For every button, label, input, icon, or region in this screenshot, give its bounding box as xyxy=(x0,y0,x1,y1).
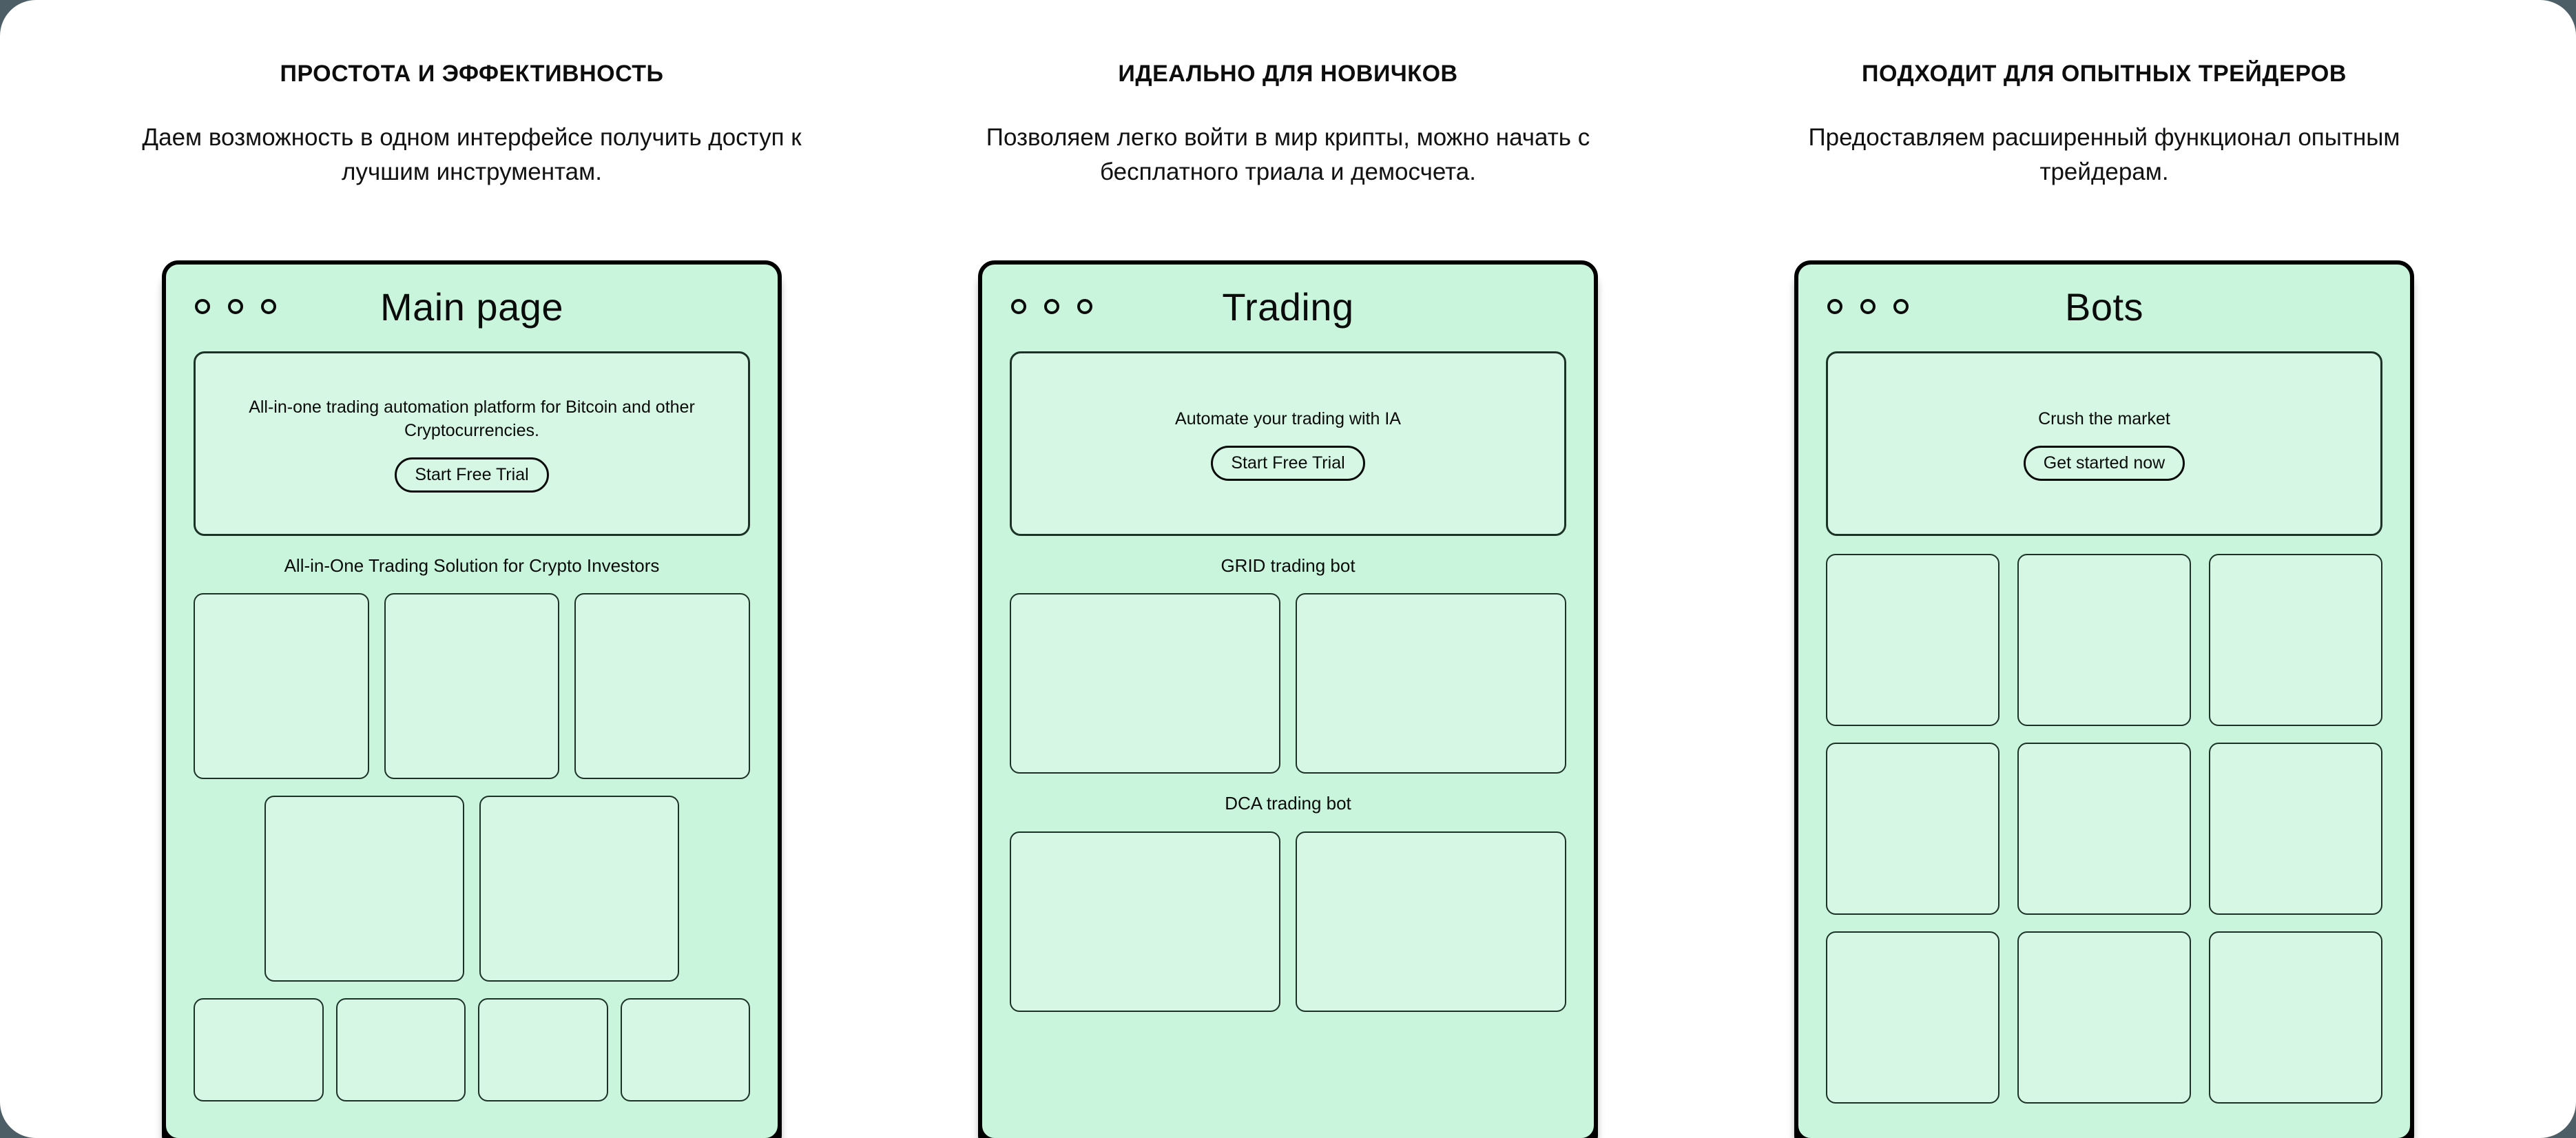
mockup-page-title: Bots xyxy=(2064,285,2144,329)
placeholder-tile[interactable] xyxy=(1826,743,1999,915)
placeholder-tile[interactable] xyxy=(194,593,369,780)
section-label: All-in-One Trading Solution for Crypto I… xyxy=(284,555,660,577)
placeholder-tile[interactable] xyxy=(1010,831,1280,1012)
column-subtitle: Позволяем легко войти в мир крипты, можн… xyxy=(986,124,1590,185)
device-frame: Main page All-in-one trading automation … xyxy=(162,260,782,1138)
column-subtitle: Предоставляем расширенный функционал опы… xyxy=(1808,124,2400,185)
mockup-page-title: Trading xyxy=(1222,285,1354,329)
hero-panel: All-in-one trading automation platform f… xyxy=(194,351,750,537)
placeholder-tile[interactable] xyxy=(2209,743,2382,915)
device-frame: Trading Automate your trading with IA St… xyxy=(978,260,1598,1138)
window-dot-minimize-icon[interactable] xyxy=(228,299,243,314)
tile-row-dca-bot xyxy=(1010,831,1566,1012)
hero-text: Automate your trading with IA xyxy=(1175,408,1401,428)
placeholder-tile[interactable] xyxy=(2209,554,2382,727)
hero-text: Crush the market xyxy=(2038,408,2170,428)
placeholder-tile[interactable] xyxy=(2017,554,2191,727)
placeholder-tile[interactable] xyxy=(384,593,560,780)
hero-text: All-in-one trading automation platform f… xyxy=(249,397,695,440)
placeholder-tile[interactable] xyxy=(335,998,466,1102)
placeholder-tile[interactable] xyxy=(264,796,464,982)
placeholder-tile[interactable] xyxy=(1296,831,1566,1012)
window-dot-minimize-icon[interactable] xyxy=(1044,299,1059,314)
device-mockup-trading: Trading Automate your trading with IA St… xyxy=(978,260,1598,1138)
get-started-now-button[interactable]: Get started now xyxy=(2023,445,2185,482)
window-controls xyxy=(195,299,276,314)
column-subtitle: Даем возможность в одном интерфейсе полу… xyxy=(142,124,802,185)
column-title: ПОДХОДИТ ДЛЯ ОПЫТНЫХ ТРЕЙДЕРОВ xyxy=(1862,61,2347,87)
device-mockup-bots: Bots Crush the market Get started now xyxy=(1794,260,2414,1138)
placeholder-tile[interactable] xyxy=(574,593,751,780)
window-dot-minimize-icon[interactable] xyxy=(1860,299,1876,314)
mockup-page-title: Main page xyxy=(380,285,563,329)
placeholder-tile[interactable] xyxy=(194,998,324,1102)
placeholder-tile[interactable] xyxy=(1826,554,1999,727)
hero-panel: Crush the market Get started now xyxy=(1826,351,2382,537)
placeholder-tile[interactable] xyxy=(2209,931,2382,1104)
bots-tile-grid xyxy=(1826,554,2382,1104)
section-label-grid-bot: GRID trading bot xyxy=(1221,555,1355,577)
placeholder-tile[interactable] xyxy=(1826,931,1999,1104)
tile-row-two-up xyxy=(194,796,750,982)
window-dot-maximize-icon[interactable] xyxy=(261,299,276,314)
placeholder-tile[interactable] xyxy=(479,796,679,982)
feature-column-simplicity: ПРОСТОТА И ЭФФЕКТИВНОСТЬ Даем возможност… xyxy=(64,0,880,1138)
window-controls xyxy=(1827,299,1909,314)
window-dot-close-icon[interactable] xyxy=(1827,299,1842,314)
feature-column-beginners: ИДЕАЛЬНО ДЛЯ НОВИЧКОВ Позволяем легко во… xyxy=(880,0,1696,1138)
device-frame: Bots Crush the market Get started now xyxy=(1794,260,2414,1138)
device-mockup-main-page: Main page All-in-one trading automation … xyxy=(162,260,782,1138)
placeholder-tile[interactable] xyxy=(1296,593,1566,774)
placeholder-tile[interactable] xyxy=(478,998,608,1102)
column-title: ПРОСТОТА И ЭФФЕКТИВНОСТЬ xyxy=(280,61,664,87)
start-free-trial-button[interactable]: Start Free Trial xyxy=(395,457,549,493)
tile-row-three-up xyxy=(194,593,751,780)
placeholder-tile[interactable] xyxy=(1010,593,1280,774)
placeholder-tile[interactable] xyxy=(2017,931,2191,1104)
window-controls xyxy=(1011,299,1092,314)
hero-panel: Automate your trading with IA Start Free… xyxy=(1010,351,1566,537)
window-dot-maximize-icon[interactable] xyxy=(1893,299,1909,314)
section-label-dca-bot: DCA trading bot xyxy=(1225,793,1351,814)
window-dot-maximize-icon[interactable] xyxy=(1077,299,1092,314)
placeholder-tile[interactable] xyxy=(620,998,750,1102)
feature-column-experienced: ПОДХОДИТ ДЛЯ ОПЫТНЫХ ТРЕЙДЕРОВ Предостав… xyxy=(1696,0,2513,1138)
start-free-trial-button[interactable]: Start Free Trial xyxy=(1211,445,1365,482)
tile-row-grid-bot xyxy=(1010,593,1566,774)
tile-row-four-up xyxy=(194,998,750,1102)
column-title: ИДЕАЛЬНО ДЛЯ НОВИЧКОВ xyxy=(1118,61,1458,87)
window-dot-close-icon[interactable] xyxy=(1011,299,1026,314)
placeholder-tile[interactable] xyxy=(2017,743,2191,915)
window-dot-close-icon[interactable] xyxy=(195,299,210,314)
